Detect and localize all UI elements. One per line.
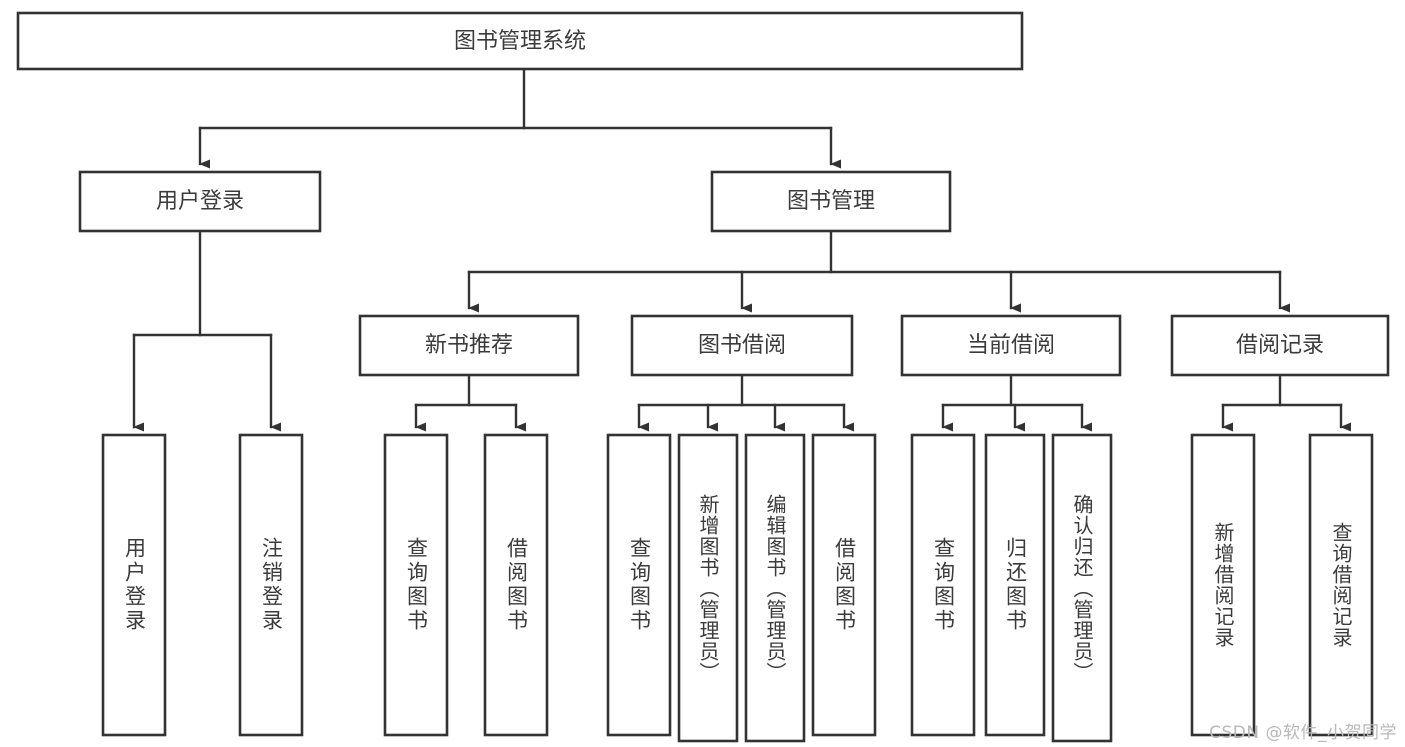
node-root-label: 图书管理系统 (454, 29, 586, 54)
node-new-book-recommend-box[interactable] (358, 314, 580, 377)
node-new-book-recommend[interactable]: 新书推荐 (358, 314, 580, 377)
leaf-boxes (101, 433, 1374, 743)
node-root-box[interactable] (16, 11, 1024, 71)
leaf-box-borrow-book-1[interactable] (483, 433, 549, 737)
connectors (132, 67, 1352, 432)
node-user-login[interactable]: 用户登录 (78, 170, 322, 233)
node-new-book-recommend-label: 新书推荐 (425, 333, 513, 358)
csdn-watermark: CSDN @软件_小贺同学 (1209, 723, 1397, 743)
leaf-box-query-book-3[interactable] (910, 433, 976, 737)
node-borrow-records[interactable]: 借阅记录 (1170, 314, 1390, 377)
node-book-borrow[interactable]: 图书借阅 (630, 314, 854, 377)
node-root[interactable]: 图书管理系统 (16, 11, 1024, 71)
node-current-borrow[interactable]: 当前借阅 (900, 314, 1122, 377)
node-current-borrow-box[interactable] (900, 314, 1122, 377)
leaf-box-logout[interactable] (238, 433, 304, 737)
node-book-management-box[interactable] (710, 170, 952, 233)
leaf-box-return-book[interactable] (984, 433, 1046, 737)
node-borrow-records-label: 借阅记录 (1236, 333, 1324, 358)
node-book-borrow-label: 图书借阅 (698, 333, 786, 358)
node-user-login-box[interactable] (78, 170, 322, 233)
node-book-management-label: 图书管理 (787, 189, 875, 214)
leaf-box-user-login[interactable] (101, 433, 167, 737)
node-borrow-records-box[interactable] (1170, 314, 1390, 377)
leaf-box-query-record[interactable] (1308, 433, 1374, 737)
leaf-box-query-book-1[interactable] (383, 433, 449, 737)
leaf-box-borrow-book-2[interactable] (811, 433, 877, 737)
leaf-box-add-book-admin[interactable] (677, 433, 739, 743)
node-current-borrow-label: 当前借阅 (967, 333, 1055, 358)
node-book-management[interactable]: 图书管理 (710, 170, 952, 233)
leaf-box-query-book-2[interactable] (606, 433, 672, 737)
leaf-box-confirm-return-admin[interactable] (1051, 433, 1113, 743)
node-user-login-label: 用户登录 (156, 189, 244, 214)
node-book-borrow-box[interactable] (630, 314, 854, 377)
leaf-box-add-record[interactable] (1190, 433, 1256, 737)
leaf-box-edit-book-admin[interactable] (744, 433, 806, 743)
